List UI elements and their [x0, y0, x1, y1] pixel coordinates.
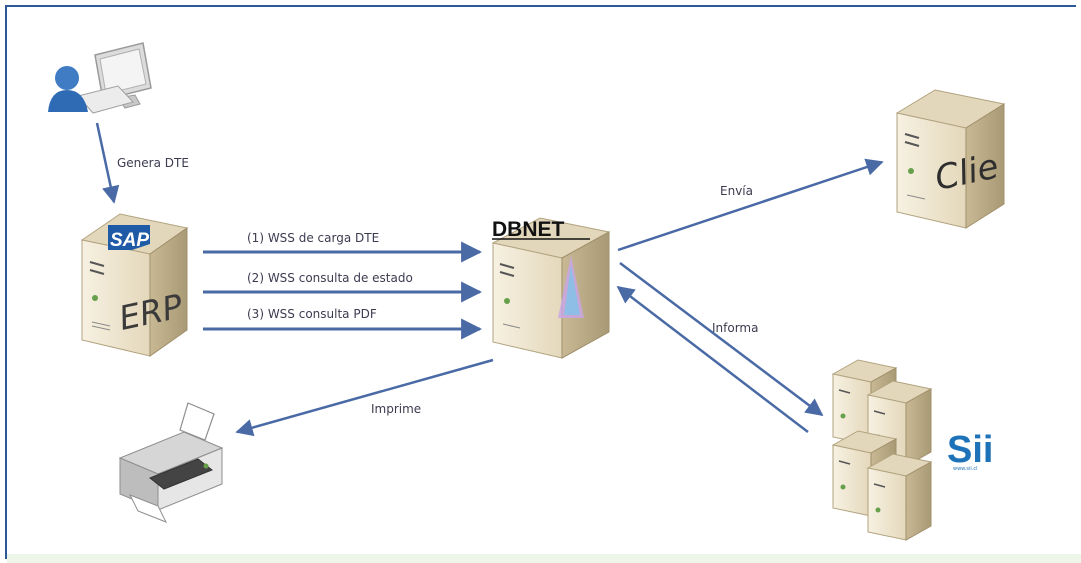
sii-server-cluster-icon: [831, 359, 933, 541]
edge-label-pdf: (3) WSS consulta PDF: [247, 307, 377, 321]
bottom-band: [7, 554, 1081, 563]
edge-label-carga: (1) WSS de carga DTE: [247, 231, 379, 245]
edge-genera-dte: [95, 122, 120, 204]
edge-envia: [617, 158, 884, 252]
edge-label-genera: Genera DTE: [117, 156, 189, 170]
edge-informa: [616, 262, 824, 433]
edge-label-estado: (2) WSS consulta de estado: [247, 271, 413, 285]
sii-logo-text: Sii: [947, 429, 993, 471]
user-computer-icon: [48, 42, 152, 114]
sap-logo: [108, 225, 150, 250]
erp-server-icon: SAP ERP: [80, 213, 189, 357]
edge-imprime: [235, 358, 494, 437]
dbnet-label: DBNET: [492, 218, 565, 241]
dbnet-server-icon: DBNET: [491, 217, 611, 359]
sii-logo-url: www.sii.cl: [953, 466, 978, 472]
edge-label-envia: Envía: [720, 184, 753, 198]
sap-logo-text: SAP: [110, 230, 149, 251]
edge-label-imprime: Imprime: [371, 402, 421, 416]
printer-icon: [118, 402, 224, 523]
edge-label-informa: Informa: [712, 321, 758, 335]
sii-logo: Sii www.sii.cl: [947, 429, 993, 472]
client-server-icon: Clie: [895, 89, 1006, 229]
